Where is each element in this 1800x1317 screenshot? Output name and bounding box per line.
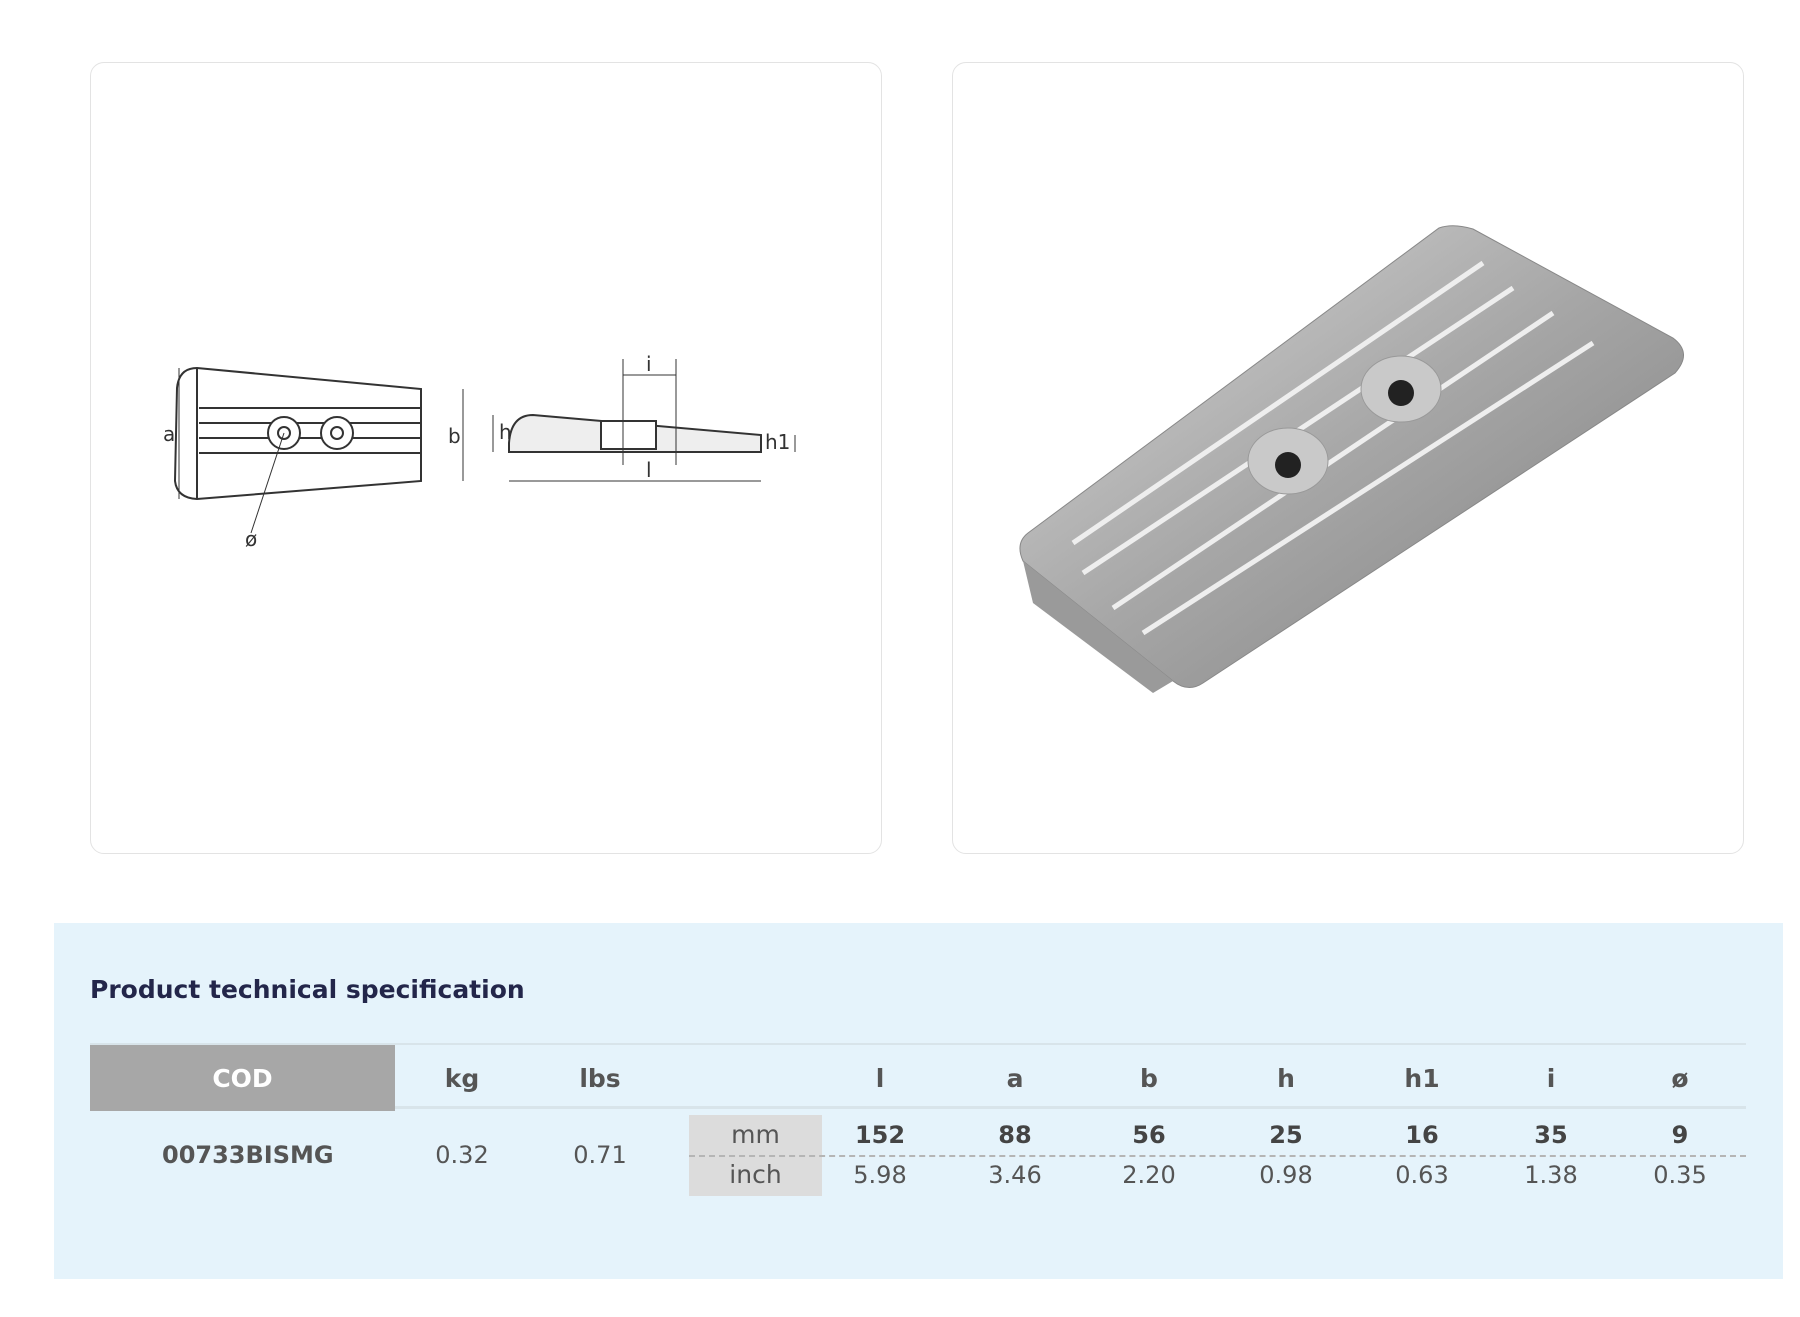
cell-h1-inch: 0.63 xyxy=(1395,1161,1449,1189)
dim-label-b: b xyxy=(448,424,461,448)
technical-drawing: a b ø h h1 i l xyxy=(163,352,796,551)
cell-kg: 0.32 xyxy=(435,1141,489,1169)
technical-specification-section: Product technical specification COD kg l… xyxy=(54,923,1783,1279)
row-divider xyxy=(689,1155,1746,1157)
unit-inch: inch xyxy=(729,1160,782,1189)
product-photo-anode xyxy=(1019,225,1684,693)
cell-lbs: 0.71 xyxy=(573,1141,627,1169)
cell-cod: 00733BISMG xyxy=(162,1141,334,1169)
cell-l-mm: 152 xyxy=(854,1121,906,1149)
technical-drawing-card: a b ø h h1 i l xyxy=(90,62,882,854)
cell-i-mm: 35 xyxy=(1534,1121,1568,1149)
dim-label-h: h xyxy=(499,420,512,444)
dim-label-h1: h1 xyxy=(765,430,790,454)
header-kg: kg xyxy=(444,1063,480,1093)
unit-mm: mm xyxy=(731,1120,780,1149)
cell-h-inch: 0.98 xyxy=(1259,1161,1313,1189)
cell-i-inch: 1.38 xyxy=(1524,1161,1578,1189)
header-l: l xyxy=(875,1063,885,1093)
table-header-row: COD kg lbs l a b h h1 i ø xyxy=(90,1043,1746,1111)
section-title: Product technical specification xyxy=(90,975,525,1004)
top-view-drawing xyxy=(173,366,464,534)
cell-b-mm: 56 xyxy=(1132,1121,1166,1149)
cell-diameter-mm: 9 xyxy=(1671,1121,1689,1149)
header-diameter: ø xyxy=(1671,1063,1689,1093)
cell-l-inch: 5.98 xyxy=(853,1161,907,1189)
header-b: b xyxy=(1140,1063,1158,1093)
header-h: h xyxy=(1277,1063,1295,1093)
header-i: i xyxy=(1546,1063,1556,1093)
cell-b-inch: 2.20 xyxy=(1122,1161,1176,1189)
dim-label-l: l xyxy=(646,458,652,482)
dim-label-i: i xyxy=(646,352,652,376)
cell-h1-mm: 16 xyxy=(1405,1121,1439,1149)
header-cod: COD xyxy=(90,1045,395,1111)
header-lbs: lbs xyxy=(579,1063,621,1093)
header-h1: h1 xyxy=(1404,1063,1440,1093)
dim-label-a: a xyxy=(163,422,175,446)
side-view-drawing xyxy=(492,359,796,482)
cell-a-mm: 88 xyxy=(998,1121,1032,1149)
cell-h-mm: 25 xyxy=(1269,1121,1303,1149)
cell-diameter-inch: 0.35 xyxy=(1653,1161,1707,1189)
dim-label-diameter: ø xyxy=(245,527,257,551)
cell-a-inch: 3.46 xyxy=(988,1161,1042,1189)
product-photo-card xyxy=(952,62,1744,854)
header-a: a xyxy=(1006,1063,1024,1093)
